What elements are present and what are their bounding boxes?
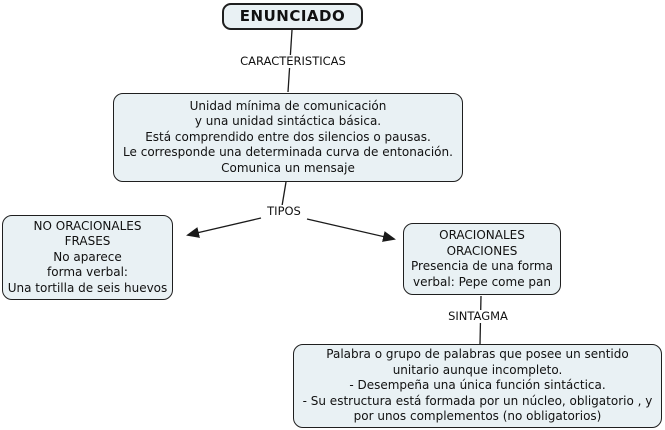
node-text-line: por unos complementos (no obligatorios) bbox=[353, 409, 602, 424]
node-text-line: FRASES bbox=[64, 234, 111, 249]
node-text-line: Una tortilla de seis huevos bbox=[7, 280, 168, 295]
link-label-caracteristicas[interactable]: CARACTERISTICAS bbox=[238, 54, 348, 68]
node-text-line: forma verbal: bbox=[47, 265, 128, 280]
node-text-line: - Desempeña una única función sintáctica… bbox=[349, 378, 606, 393]
node-enunciado[interactable]: ENUNCIADO bbox=[222, 3, 363, 30]
node-no-oracionales[interactable]: NO ORACIONALES FRASES No aparece forma v… bbox=[2, 215, 173, 300]
arrow-tipos-oracionales bbox=[306, 218, 396, 242]
node-text-line: Comunica un mensaje bbox=[221, 160, 355, 175]
node-text-line: Presencia de una forma bbox=[411, 259, 553, 273]
node-oracionales[interactable]: ORACIONALES ORACIONES Presencia de una f… bbox=[403, 223, 561, 295]
node-text-line: Unidad mínima de comunicación bbox=[189, 98, 387, 113]
node-text-line: y una unidad sintáctica básica. bbox=[194, 114, 382, 129]
node-text-line: No aparece bbox=[53, 249, 122, 264]
arrow-tipos-no-oracionales bbox=[186, 217, 262, 238]
node-text-line: NO ORACIONALES bbox=[33, 218, 142, 233]
node-text-line: Está comprendido entre dos silencios o p… bbox=[145, 129, 431, 144]
node-text-line: verbal: Pepe come pan bbox=[413, 274, 551, 289]
node-sintagma-description[interactable]: Palabra o grupo de palabras que posee un… bbox=[293, 344, 662, 428]
node-text-line: unitario aunque incompleto. bbox=[392, 362, 563, 377]
node-text-line: ORACIONALES bbox=[439, 228, 525, 242]
link-caracteristicas-tipos bbox=[281, 181, 287, 207]
node-text-line: Palabra o grupo de palabras que posee un… bbox=[326, 347, 629, 362]
node-text-line: ORACIONES bbox=[446, 243, 518, 258]
node-enunciado-label: ENUNCIADO bbox=[239, 6, 346, 25]
node-text-line: - Su estructura está formada por un núcl… bbox=[302, 393, 653, 408]
node-caracteristicas-description[interactable]: Unidad mínima de comunicación y una unid… bbox=[113, 93, 463, 182]
link-label-sintagma[interactable]: SINTAGMA bbox=[446, 309, 510, 323]
node-text-line: Le corresponde una determinada curva de … bbox=[123, 145, 453, 160]
link-label-tipos[interactable]: TIPOS bbox=[265, 204, 303, 218]
